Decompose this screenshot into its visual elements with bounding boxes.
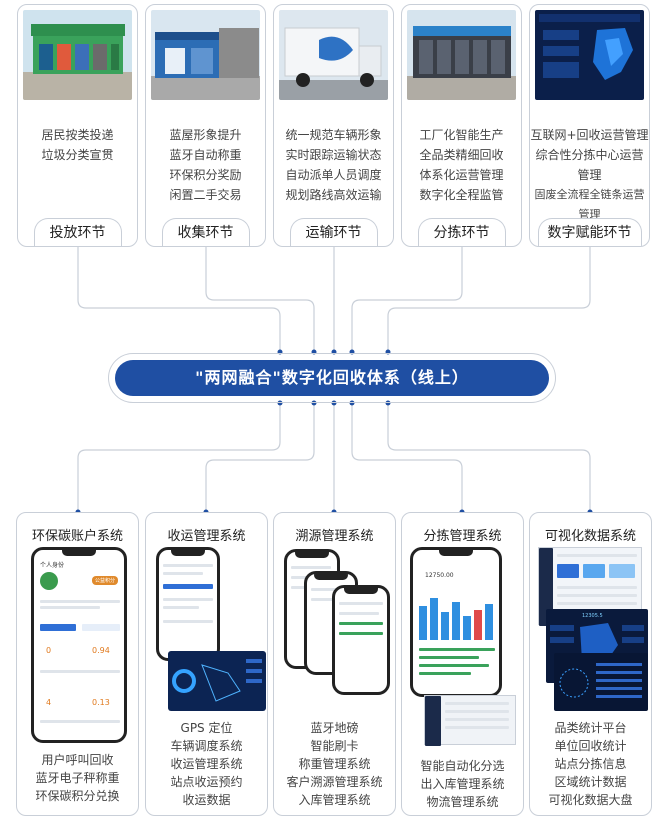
big-data-screen <box>554 653 648 711</box>
sorting-center-photo <box>407 10 516 100</box>
stat-value: 0 <box>46 646 52 655</box>
system-card-traceability: 溯源管理系统 蓝牙地磅 智能刷卡 称重管理系统 客户溯源管理系统 入库管理系统 <box>273 512 396 816</box>
stat-value: 0.13 <box>92 698 110 707</box>
stage-desc-line: 蓝牙自动称重 <box>169 148 242 162</box>
stage-label-dropoff: 投放环节 <box>33 218 122 246</box>
stage-card-dropoff: 居民按类投递 垃圾分类宣贯 投放环节 <box>17 4 138 247</box>
stage-label-collect: 收集环节 <box>161 218 250 246</box>
feature-item: 智能自动化分选 <box>420 759 505 773</box>
blue-house-photo <box>151 10 260 100</box>
feature-item: 站点收运预约 <box>170 775 243 789</box>
stage-desc-line: 闲置二手交易 <box>169 188 242 202</box>
warehouse-web-screen <box>424 695 516 746</box>
feature-item: 站点分拣信息 <box>554 757 627 771</box>
stage-desc-line: 自动派单人员调度 <box>285 168 382 182</box>
stage-card-digital: 互联网+回收运营管理 综合性分拣中心运营管理 固废全流程全链条运营管理 数字赋能… <box>529 4 650 247</box>
dashboard-number: 12305.5 <box>582 613 603 619</box>
feature-item: 蓝牙电子秤称重 <box>35 771 120 785</box>
sorting-value: 12750.00 <box>425 572 454 579</box>
feature-item: 称重管理系统 <box>298 757 371 771</box>
points-badge: 公益积分 <box>91 576 118 585</box>
stage-desc-line: 全品类精细回收 <box>419 148 504 162</box>
system-card-visualization: 可视化数据系统 12305.5 品类统计平台 单位回收统计 <box>529 512 652 816</box>
system-title: 收运管理系统 <box>167 529 246 544</box>
feature-item: 入库管理系统 <box>298 793 371 807</box>
feature-item: 单位回收统计 <box>554 739 627 753</box>
feature-item: 用户呼叫回收 <box>41 753 114 767</box>
stage-desc-line: 综合性分拣中心运营管理 <box>535 148 644 182</box>
system-card-carbon-account: 环保碳账户系统 个人身份 公益积分 0 0.94 4 0.13 用户呼叫回收 蓝… <box>16 512 139 816</box>
feature-item: 蓝牙地磅 <box>310 721 359 735</box>
sorting-app-screen: 12750.00 <box>410 547 502 697</box>
stage-desc-line: 规划路线高效运输 <box>285 188 382 202</box>
stage-label-transport: 运输环节 <box>289 218 378 246</box>
feature-item: 客户溯源管理系统 <box>286 775 383 789</box>
sorting-bar-chart <box>419 598 493 640</box>
feature-item: 出入库管理系统 <box>420 777 505 791</box>
system-card-sorting: 分拣管理系统 12750.00 智能自动化分选 出入库管理系统 物流管理系统 <box>401 512 524 816</box>
feature-item: 车辆调度系统 <box>170 739 243 753</box>
avatar <box>40 572 58 590</box>
stage-desc-line: 工厂化智能生产 <box>419 128 504 142</box>
stage-label-sorting: 分拣环节 <box>417 218 506 246</box>
system-title: 分拣管理系统 <box>423 529 502 544</box>
stage-desc-line: 垃圾分类宣贯 <box>41 148 114 162</box>
stage-desc-line: 固废全流程全链条运营管理 <box>534 188 645 221</box>
stage-desc-line: 数字化全程监管 <box>419 188 504 202</box>
stage-card-transport: 统一规范车辆形象 实时跟踪运输状态 自动派单人员调度 规划路线高效运输 运输环节 <box>273 4 394 247</box>
stage-desc-line: 实时跟踪运输状态 <box>285 148 382 162</box>
trace-app-screen-right <box>332 585 390 695</box>
feature-item: 物流管理系统 <box>426 795 499 809</box>
stage-card-collect: 蓝屋形象提升 蓝牙自动称重 环保积分奖励 闲置二手交易 收集环节 <box>145 4 266 247</box>
feature-item: GPS 定位 <box>180 721 233 735</box>
stage-desc-line: 环保积分奖励 <box>169 168 242 182</box>
system-card-collection: 收运管理系统 GPS 定位 车辆调度系统 收运管理系统 站点收运预约 收运数据 <box>145 512 268 816</box>
stat-value: 0.94 <box>92 646 110 655</box>
stage-card-sorting: 工厂化智能生产 全品类精细回收 体系化运营管理 数字化全程监管 分拣环节 <box>401 4 522 247</box>
stage-desc-line: 蓝屋形象提升 <box>169 128 242 142</box>
carbon-app-screen: 个人身份 公益积分 0 0.94 4 0.13 <box>31 547 127 743</box>
stage-label-digital: 数字赋能环节 <box>537 218 642 246</box>
feature-item: 智能刷卡 <box>310 739 359 753</box>
recycling-kiosk-photo <box>23 10 132 100</box>
feature-item: 收运数据 <box>182 793 231 807</box>
feature-item: 区域统计数据 <box>554 775 627 789</box>
system-title: 可视化数据系统 <box>544 529 636 544</box>
feature-item: 收运管理系统 <box>170 757 243 771</box>
collection-app-screen <box>156 547 220 661</box>
stage-desc-line: 互联网+回收运营管理 <box>530 128 649 142</box>
feature-item: 环保碳积分兑换 <box>35 789 120 803</box>
dispatch-dashboard <box>168 651 266 711</box>
feature-item: 品类统计平台 <box>554 721 627 735</box>
data-screen-photo <box>535 10 644 100</box>
system-title-bar: "两网融合"数字化回收体系（线上） <box>115 360 549 396</box>
system-title: 溯源管理系统 <box>295 529 374 544</box>
center-outline <box>108 353 556 403</box>
profile-header: 个人身份 <box>40 562 65 569</box>
stat-value: 4 <box>46 698 52 707</box>
stage-desc-line: 体系化运营管理 <box>419 168 504 182</box>
stage-desc-line: 统一规范车辆形象 <box>285 128 382 142</box>
truck-photo <box>279 10 388 100</box>
stage-desc-line: 居民按类投递 <box>41 128 114 142</box>
system-title: 环保碳账户系统 <box>31 529 123 544</box>
feature-item: 可视化数据大盘 <box>548 793 633 807</box>
